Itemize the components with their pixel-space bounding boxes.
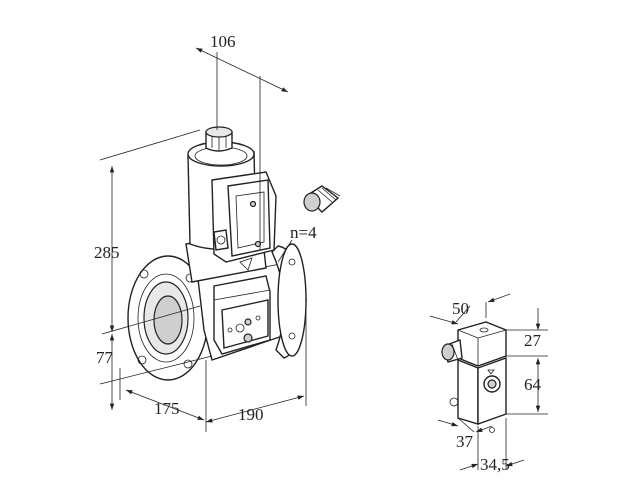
dim-106-label: 106 xyxy=(210,32,236,51)
dim-190-label: 190 xyxy=(238,405,264,424)
dim-64-label: 64 xyxy=(524,375,542,394)
dim-77-label: 77 xyxy=(96,348,114,367)
connector-drawing xyxy=(441,321,507,433)
dim-50-label: 50 xyxy=(452,299,469,318)
valve-dimension-lines xyxy=(99,47,307,432)
dim-285-label: 285 xyxy=(94,243,120,262)
valve-dimension-labels: 106 285 77 175 190 n=4 xyxy=(94,32,317,424)
dim-34-5-label: 34,5 xyxy=(480,455,510,474)
bolt-count-label: n=4 xyxy=(290,223,317,242)
cable-gland-drawing xyxy=(303,185,341,213)
valve-drawing xyxy=(127,126,307,381)
connector-dimension-labels: 50 27 64 37 34,5 xyxy=(452,299,542,474)
dim-27-label: 27 xyxy=(524,331,542,350)
dim-175-label: 175 xyxy=(154,399,180,418)
dim-37-label: 37 xyxy=(456,432,474,451)
connector-dimension-lines xyxy=(429,293,548,471)
